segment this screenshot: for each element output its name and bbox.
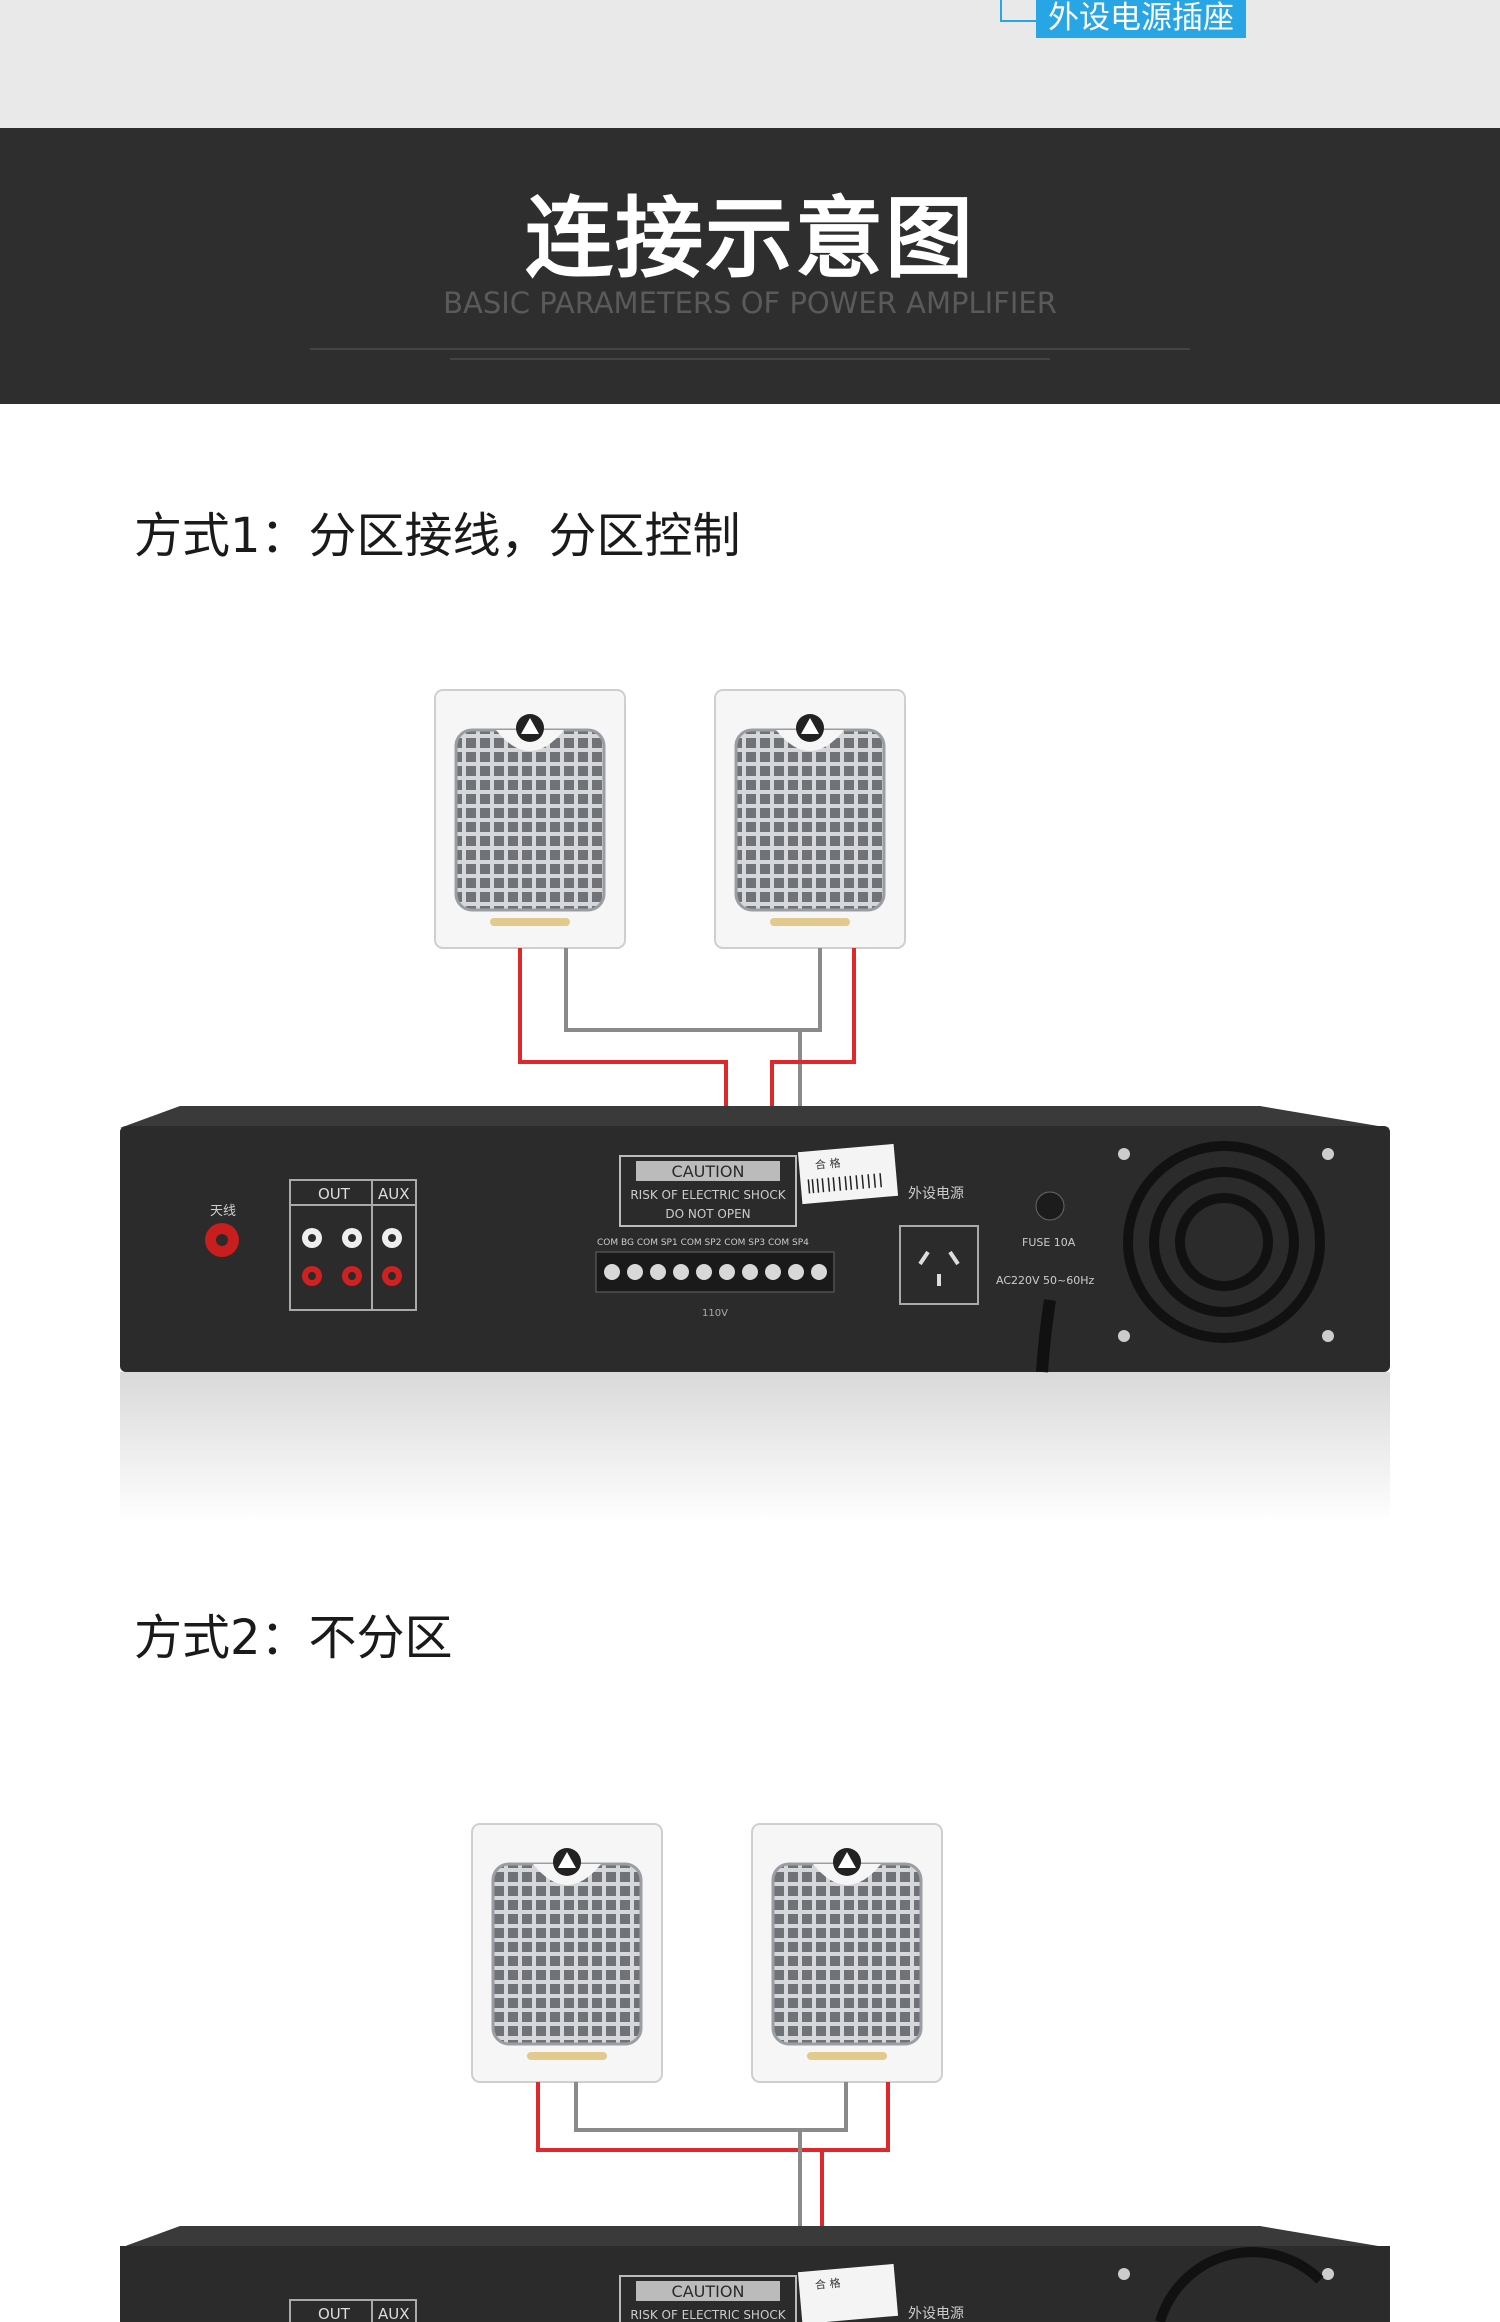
top-band — [0, 0, 1500, 128]
page-subtitle: BASIC PARAMETERS OF POWER AMPLIFIER — [443, 286, 1057, 320]
amplifier-rear-panel: 天线 OUT AUX CAUTION RISK OF ELECTRIC SHOC… — [120, 1106, 1390, 1522]
out-label: OUT — [318, 1185, 351, 1203]
speaker-2 — [714, 689, 906, 949]
callout-leader-line-horizontal — [1000, 20, 1036, 22]
qc-label-2: 合 格 — [814, 2276, 841, 2292]
antenna-label: 天线 — [210, 1204, 236, 1219]
title-divider — [310, 348, 1190, 350]
aux-label: AUX — [378, 1185, 410, 1203]
outlet-callout-tag: 外设电源插座 — [1036, 0, 1246, 38]
caution-title-2: CAUTION — [672, 2282, 745, 2301]
fuse-label: FUSE 10A — [1022, 1236, 1076, 1249]
speaker-1 — [434, 689, 626, 949]
caution-line-2: DO NOT OPEN — [665, 1207, 750, 1221]
outlet-label: 外设电源 — [908, 1186, 964, 1202]
wiring-zone — [518, 948, 856, 1106]
caution-line-1-2: RISK OF ELECTRIC SHOCK — [630, 2308, 786, 2322]
fuse-holder — [1035, 1191, 1065, 1221]
speaker-3 — [471, 1823, 663, 2083]
voltage-label: 110V — [702, 1308, 728, 1319]
method-1-diagram: 天线 OUT AUX CAUTION RISK OF ELECTRIC SHOC… — [120, 689, 1390, 1522]
caution-line-1: RISK OF ELECTRIC SHOCK — [630, 1188, 786, 1202]
power-outlet — [899, 1225, 979, 1305]
power-cord — [1036, 1299, 1056, 1373]
callout-leader-line — [1000, 0, 1002, 22]
section-title-bar: 连接示意图 BASIC PARAMETERS OF POWER AMPLIFIE… — [0, 128, 1500, 404]
caution-title: CAUTION — [672, 1162, 745, 1181]
aux-label-2: AUX — [378, 2305, 410, 2322]
cooling-fan — [1123, 1141, 1325, 1343]
method-2-diagram: OUT AUX CAUTION RISK OF ELECTRIC SHOCK 合… — [120, 1823, 1390, 2322]
qc-label: 合 格 — [814, 1156, 841, 1172]
method-2-heading: 方式2：不分区 — [134, 1610, 453, 1666]
out-label-2: OUT — [318, 2305, 351, 2322]
method-1-heading: 方式1：分区接线，分区控制 — [134, 508, 741, 564]
terminal-labels: COM BG COM SP1 COM SP2 COM SP3 COM SP4 — [597, 1238, 809, 1248]
ac-label: AC220V 50~60Hz — [996, 1274, 1095, 1287]
page-title: 连接示意图 — [524, 187, 975, 290]
amplifier-rear-panel-2: OUT AUX CAUTION RISK OF ELECTRIC SHOCK 合… — [120, 2226, 1390, 2322]
speaker-4 — [751, 1823, 943, 2083]
title-divider-short — [450, 358, 1050, 360]
outlet-label-2: 外设电源 — [908, 2306, 964, 2322]
